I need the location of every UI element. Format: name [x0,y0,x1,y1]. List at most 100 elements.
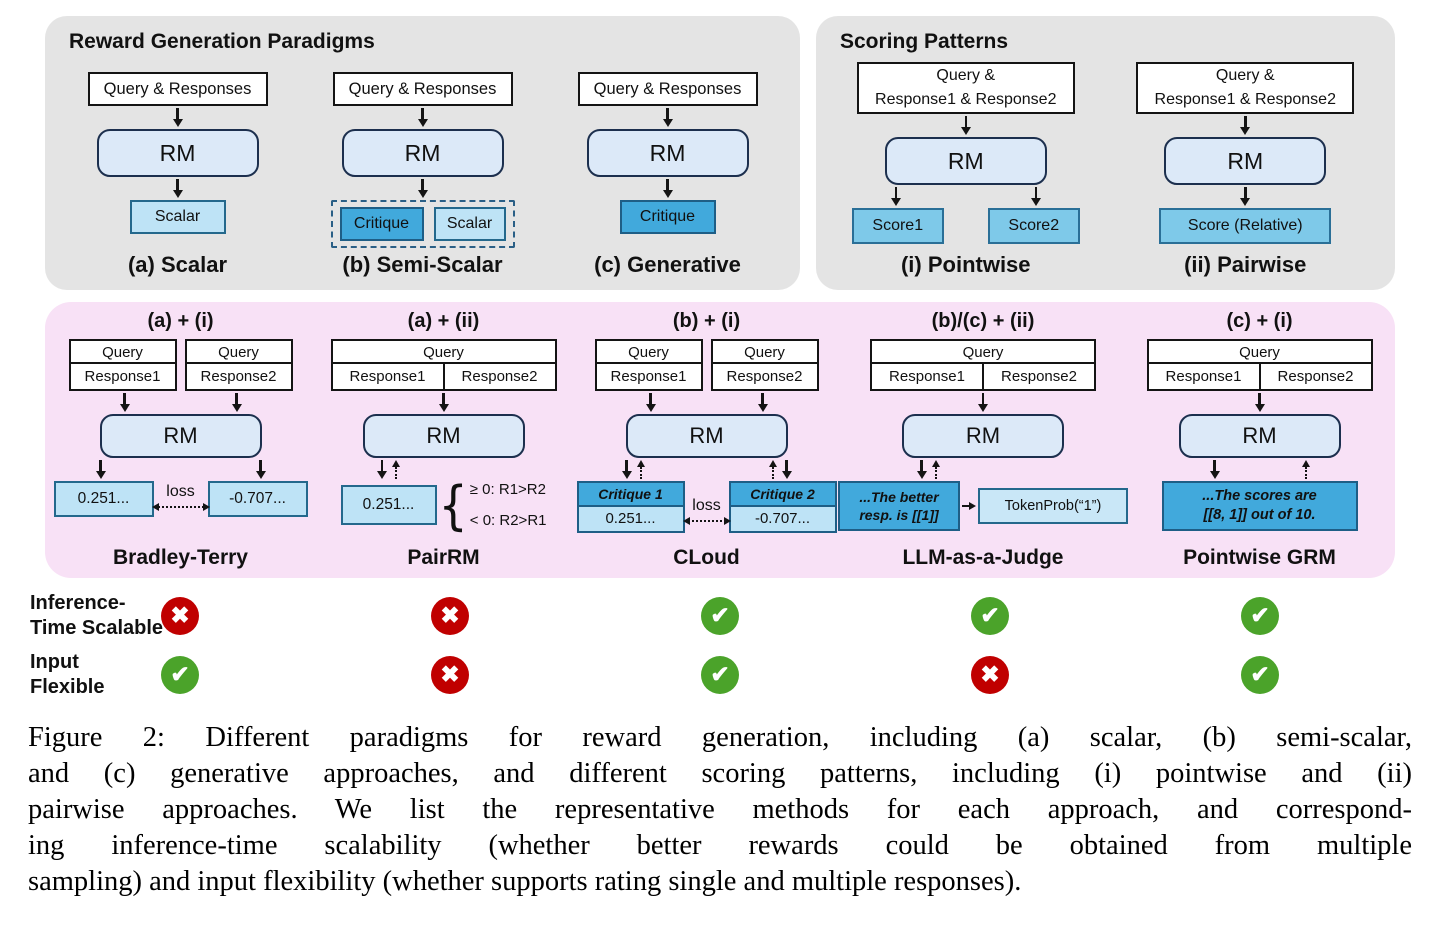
rm-box: RM [902,414,1064,458]
check-icon: ✔ [1241,596,1279,635]
response2-cell: Response2 [1001,368,1077,385]
paradigm-semi-scalar-column: Query & Responses RM Critique Scalar (b)… [300,58,545,282]
down-arrow [662,179,673,198]
response1-cell: Response1 [610,368,687,385]
query-cell: Query [70,341,175,364]
response2-cell: Response2 [200,368,277,385]
grm-scores-text-box: ...The scores are [[8, 1]] out of 10. [1161,481,1358,531]
judgement-line2: resp. is [[1]] [859,507,939,523]
critique2-stack: Critique 2 -0.707... [728,481,837,533]
down-arrow [781,460,792,479]
down-arrow [1240,187,1251,206]
input-arrows [69,391,293,414]
combo-heading: (b)/(c) + (ii) [931,310,1035,332]
row-label-line2: Time Scalable [30,616,164,639]
token-prob-box: TokenProb(“1”) [978,488,1128,524]
rm-box: RM [625,414,788,458]
down-arrow [645,393,656,412]
rule-negative: < 0: R2>R1 [469,512,547,529]
query-response2-stack: Query Response2 [184,339,293,391]
row-label-line2: Flexible [30,675,105,698]
combo-heading: (c) + (i) [1226,310,1293,332]
output-arrows [95,458,266,481]
down-arrow [172,179,183,198]
combo-heading: (a) + (ii) [407,310,480,332]
down-arrow [978,393,988,412]
arrow-pair [768,458,792,481]
dashed-up-arrow [768,460,777,479]
response2-cell: Response2 [1277,368,1354,385]
response1-cell: Response1 [872,364,984,389]
down-arrow [916,460,927,479]
down-arrow [1240,116,1251,135]
query-cell: Query [332,341,555,364]
capability-matrix: Inference- Time Scalable ✖ ✖ ✔ ✔ ✔ Input… [0,586,1440,704]
response2-cell: Response2 [461,368,538,385]
rule-positive: ≥ 0: R1>R2 [469,481,546,498]
method-name: LLM-as-a-Judge [902,546,1064,569]
caption-line: pairwise approaches. We list the represe… [28,794,1412,825]
top-panels-row: Reward Generation Paradigms Query & Resp… [45,16,1395,290]
method-bradley-terry: (a) + (i) Query Response1 Query Response… [49,310,312,570]
critique-output-box: Critique [619,200,716,234]
dual-input-stacks: Query Response1 Query Response2 [594,339,819,391]
down-arrow [1254,393,1265,412]
row-label: Input Flexible [30,650,104,700]
judgement-text-box: ...The better resp. is [[1]] [838,481,960,531]
output-arrows [377,458,400,481]
response1-cell: Response1 [1149,364,1261,389]
single-input-box: Query Response1 Response2 [870,339,1096,391]
down-arrow [377,460,387,479]
check-icon: ✔ [701,596,739,635]
scoring-columns: Query & Response1 & Response2 RM Score1 … [826,58,1385,282]
critique1-header: Critique 1 [578,483,683,507]
reward-value-box: 0.251... [340,485,437,525]
scoring-caption: (ii) Pairwise [1184,252,1307,277]
dashed-up-arrow [1301,460,1310,479]
query-cell: Query [186,341,291,364]
row-label: Inference- Time Scalable [30,591,163,641]
rm-box: RM [341,129,504,177]
scores-line2: [[8, 1]] out of 10. [1203,507,1316,523]
score1-box: Score1 [851,208,944,244]
query-responses-box: Query & Responses [332,72,513,106]
paradigms-columns: Query & Responses RM Scalar (a) Scalar Q… [55,58,790,282]
dashed-up-arrow [392,460,400,479]
critique-output-box: Critique [339,207,424,241]
input-line2: Response1 & Response2 [1154,91,1336,108]
score-boxes-row: Score1 Score2 [851,208,1080,244]
cross-icon: ✖ [431,596,469,635]
output-arrows [1209,458,1310,481]
dotted-double-arrow [151,502,210,511]
dotted-double-arrow [682,517,731,525]
loss-connector: loss [682,497,731,533]
input-line1: Query & [1215,67,1275,84]
query-response1-stack: Query Response1 [594,339,703,391]
input-line2: Response1 & Response2 [875,91,1057,108]
paradigm-caption: (b) Semi-Scalar [342,252,503,277]
row-label-line1: Inference- [30,591,126,614]
semi-scalar-output-group: Critique Scalar [330,200,515,248]
loss-label: loss [166,482,195,500]
method-name: CLoud [673,546,740,569]
scoring-pointwise-column: Query & Response1 & Response2 RM Score1 … [826,58,1106,282]
query-response1-stack: Query Response1 [68,339,177,391]
output-arrows [916,458,940,481]
down-arrow [231,393,242,412]
outputs-row: ...The better resp. is [[1]] TokenProb(“… [838,481,1128,531]
rm-box: RM [1178,414,1341,458]
rm-box: RM [884,137,1047,185]
responses-row: Response1 Response2 [872,364,1094,389]
method-pointwise-grm: (c) + (i) Query Response1 Response2 RM .… [1128,310,1391,570]
down-arrow [960,116,971,135]
caption-line: Figure 2: Different paradigms for reward… [28,722,1412,753]
check-icon: ✔ [161,655,199,694]
outputs-row: Critique 1 0.251... loss Critique 2 -0.7… [576,481,837,533]
scores-line1: ...The scores are [1202,488,1317,504]
arrow-pair [621,458,645,481]
caption-line: sampling) and input flexibility (whether… [28,866,1022,897]
check-icon: ✔ [971,596,1009,635]
reward-value-cell: 0.251... [578,507,683,531]
down-arrow [417,179,428,198]
